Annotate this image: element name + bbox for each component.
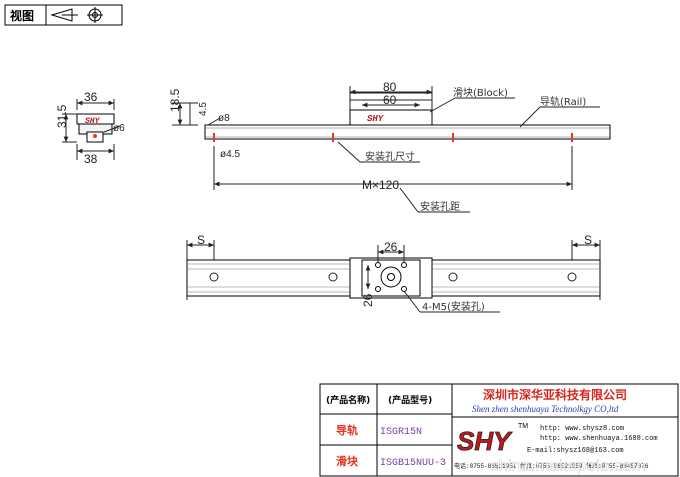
rail-label: 导轨(Rail) xyxy=(540,95,586,108)
company-url-1: http: www.shysz8.com xyxy=(540,425,624,433)
row-2-name: 滑块 xyxy=(336,454,359,468)
company-name-cn: 深圳市深华亚科技有限公司 xyxy=(483,387,627,402)
row-1-model: ISGR15N xyxy=(380,427,422,438)
pitch-label: 安装孔距 xyxy=(420,200,460,213)
hole-small-dim: ø4.5 xyxy=(220,149,240,160)
rail-mount-holes xyxy=(213,133,573,142)
end-view-hole-dia: ø6 xyxy=(113,123,125,134)
end-view: 36 SHY 31.5 ø6 38 xyxy=(55,90,125,166)
top-view-height-dim: 18.5 xyxy=(168,88,182,112)
top-view-logo: SHY xyxy=(367,114,385,124)
svg-text:TM: TM xyxy=(518,423,528,430)
hole-dia-dim: ø8 xyxy=(218,113,230,124)
watermark: china.makepolo.com xyxy=(490,456,646,475)
block-inner-width: 60 xyxy=(383,93,397,107)
hole-size-label: 安装孔尺寸 xyxy=(365,150,415,163)
view-label: 视图 xyxy=(10,8,34,23)
company-url-2: http: www.shenhuaya.1688.com xyxy=(540,435,658,443)
rail-holes-side xyxy=(209,272,577,282)
top-view: 18.5 4.5 80 60 SHY ø8 ø4.5 安装孔尺寸 M×120 xyxy=(168,80,611,213)
end-view-top-width: 36 xyxy=(84,90,98,104)
end-dim-right: S xyxy=(584,233,592,247)
end-view-logo: SHY xyxy=(85,117,101,126)
block-hole-span-vertical: 26 xyxy=(361,293,375,307)
row-2-model: ISGB15NUU-3 xyxy=(380,458,446,469)
info-table: (产品名称) (产品型号) 导轨 ISGR15N 滑块 ISGB15NUU-3 … xyxy=(319,383,679,477)
svg-text:SHY: SHY xyxy=(457,426,513,456)
block-outer-width: 80 xyxy=(383,80,397,94)
company-phone: 电话:0755-86521951 传真:0755-86521959 售后:075… xyxy=(454,462,649,470)
title-block: 视图 xyxy=(4,4,123,26)
end-view-bottom-width: 38 xyxy=(84,152,98,166)
end-dim-left: S xyxy=(197,233,205,247)
row-1-name: 导轨 xyxy=(336,423,358,437)
block-hole-span: 26 xyxy=(384,240,398,254)
projection-symbol-icon xyxy=(50,7,103,23)
block-label: 滑块(Block) xyxy=(453,87,508,99)
side-view: S S 26 26 4-M xyxy=(186,233,601,313)
company-logo: SHY TM xyxy=(457,423,529,456)
table-header-model: (产品型号) xyxy=(388,394,432,406)
company-name-en: Shen zhen shenhuaya Technolkgy CO,ltd xyxy=(472,404,619,414)
top-view-offset-dim: 4.5 xyxy=(198,102,209,116)
pitch-dim: M×120 xyxy=(362,178,399,192)
end-view-height: 31.5 xyxy=(55,104,69,128)
company-email: E-mail:shysz168@163.com xyxy=(527,447,624,455)
mount-hole-label: 4-M5(安装孔) xyxy=(422,300,485,313)
table-header-name: (产品名称) xyxy=(326,394,370,406)
